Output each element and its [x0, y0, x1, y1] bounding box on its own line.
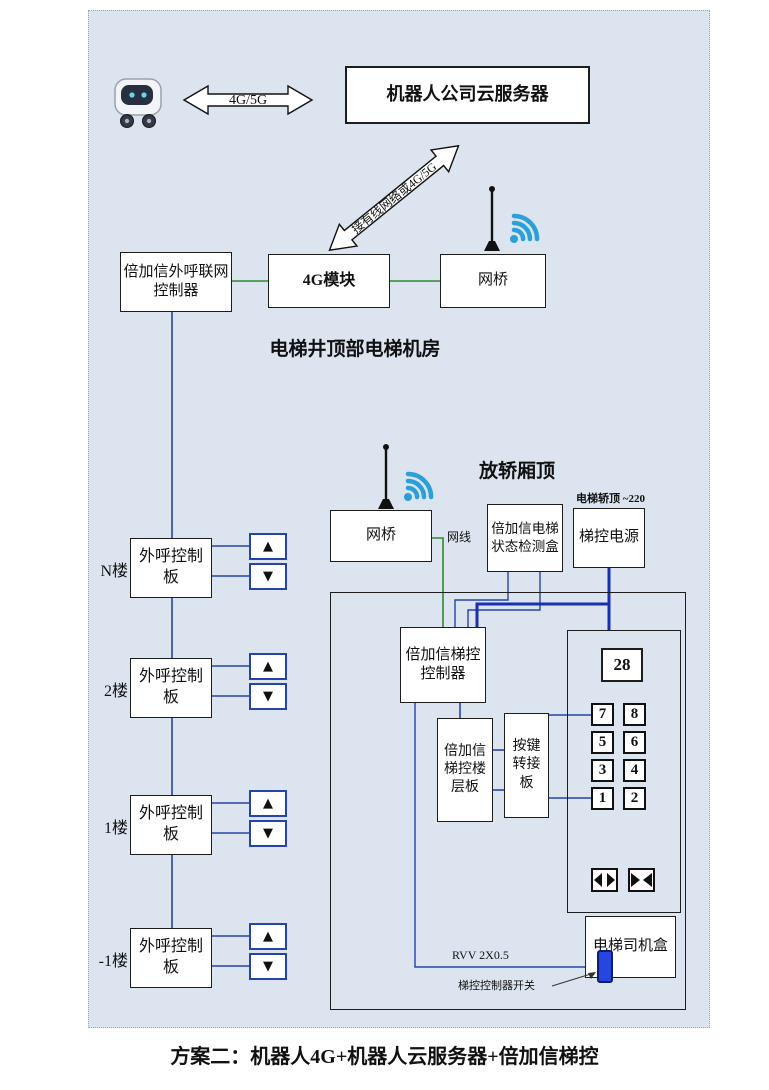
- panel-button-3: 3: [591, 759, 614, 782]
- elevator-controller-box: 倍加信梯控控制器: [400, 627, 486, 703]
- panel-button-6: 6: [623, 731, 646, 754]
- connector-blue: [467, 572, 541, 627]
- up-arrow-icon: ▲: [263, 796, 273, 811]
- robot-icon: [114, 78, 162, 128]
- floor-board-2: 外呼控制板: [130, 658, 212, 718]
- car-operating-panel-box: [567, 630, 681, 913]
- double-arrow-icon: [182, 84, 314, 116]
- call-up-button-2: ▲: [249, 653, 287, 680]
- panel-button-7: 7: [591, 703, 614, 726]
- up-arrow-icon: ▲: [263, 539, 273, 554]
- bridge-box-machine-room: 网桥: [440, 254, 546, 308]
- switch-note-label: 梯控控制器开关: [458, 980, 535, 992]
- switch-pointer-line: [551, 972, 596, 987]
- down-arrow-icon: ▼: [263, 826, 273, 841]
- door-open-button: [591, 868, 618, 892]
- panel-button-5: 5: [591, 731, 614, 754]
- double-arrow-icon: [328, 144, 460, 252]
- call-down-button-2: ▼: [249, 683, 287, 710]
- floor-label-n: N楼: [100, 563, 128, 580]
- elevator-status-box: 倍加信电梯状态检测盒: [487, 504, 563, 572]
- up-arrow-icon: ▲: [263, 659, 273, 674]
- outcall-network-controller-box: 倍加信外呼联网控制器: [120, 252, 232, 312]
- call-up-button-minus1: ▲: [249, 923, 287, 950]
- module-4g-box: 4G模块: [268, 254, 390, 308]
- door-close-icon: [631, 873, 652, 887]
- floor-board-1: 外呼控制板: [130, 795, 212, 855]
- call-up-button-1: ▲: [249, 790, 287, 817]
- antenna-wifi-icon: [484, 186, 540, 251]
- bridge-box-car-top: 网桥: [330, 510, 432, 562]
- elevator-car-area-box: [330, 592, 686, 1010]
- antenna-wifi-icon: [378, 444, 434, 509]
- floor-display: 28: [601, 648, 643, 682]
- floor-label-2: 2楼: [103, 683, 128, 700]
- power-line: [475, 568, 611, 627]
- up-arrow-icon: ▲: [263, 929, 273, 944]
- call-up-button-n: ▲: [249, 533, 287, 560]
- panel-button-2: 2: [623, 787, 646, 810]
- panel-button-4: 4: [623, 759, 646, 782]
- connector-blue: [454, 572, 509, 627]
- rvv-cable-line: [414, 703, 597, 968]
- network-cable-label: 网线: [447, 530, 472, 544]
- power-note-label: 电梯轿顶 ~220: [576, 493, 645, 505]
- panel-button-8: 8: [623, 703, 646, 726]
- call-down-button-minus1: ▼: [249, 953, 287, 980]
- car-top-label: 放轿厢顶: [478, 461, 555, 482]
- down-arrow-icon: ▼: [263, 959, 273, 974]
- rvv-cable-label: RVV 2X0.5: [452, 948, 509, 962]
- floor-label-1: 1楼: [103, 820, 128, 837]
- control-power-box: 梯控电源: [573, 508, 645, 568]
- network-cable-line: [432, 537, 444, 627]
- page-caption: 方案二：机器人4G+机器人云服务器+倍加信梯控: [170, 1046, 599, 1068]
- cloud-server-box: 机器人公司云服务器: [345, 66, 590, 124]
- floor-board-minus1: 外呼控制板: [130, 928, 212, 988]
- link-4g5g-label: 4G/5G: [229, 93, 267, 108]
- link-4g5g-arrow: 4G/5G: [182, 82, 314, 118]
- machine-room-label: 电梯井顶部电梯机房: [269, 339, 441, 360]
- door-close-button: [628, 868, 655, 892]
- floor-board-box: 倍加信梯控楼层板: [437, 718, 493, 822]
- call-down-button-1: ▼: [249, 820, 287, 847]
- floor-board-n: 外呼控制板: [130, 538, 212, 598]
- down-arrow-icon: ▼: [263, 569, 273, 584]
- call-down-button-n: ▼: [249, 563, 287, 590]
- power-switch-icon: [597, 950, 613, 983]
- floor-label-minus1: -1楼: [98, 953, 128, 970]
- door-open-icon: [594, 873, 615, 887]
- down-arrow-icon: ▼: [263, 689, 273, 704]
- key-adapter-box: 按键转接板: [504, 713, 549, 818]
- panel-button-1: 1: [591, 787, 614, 810]
